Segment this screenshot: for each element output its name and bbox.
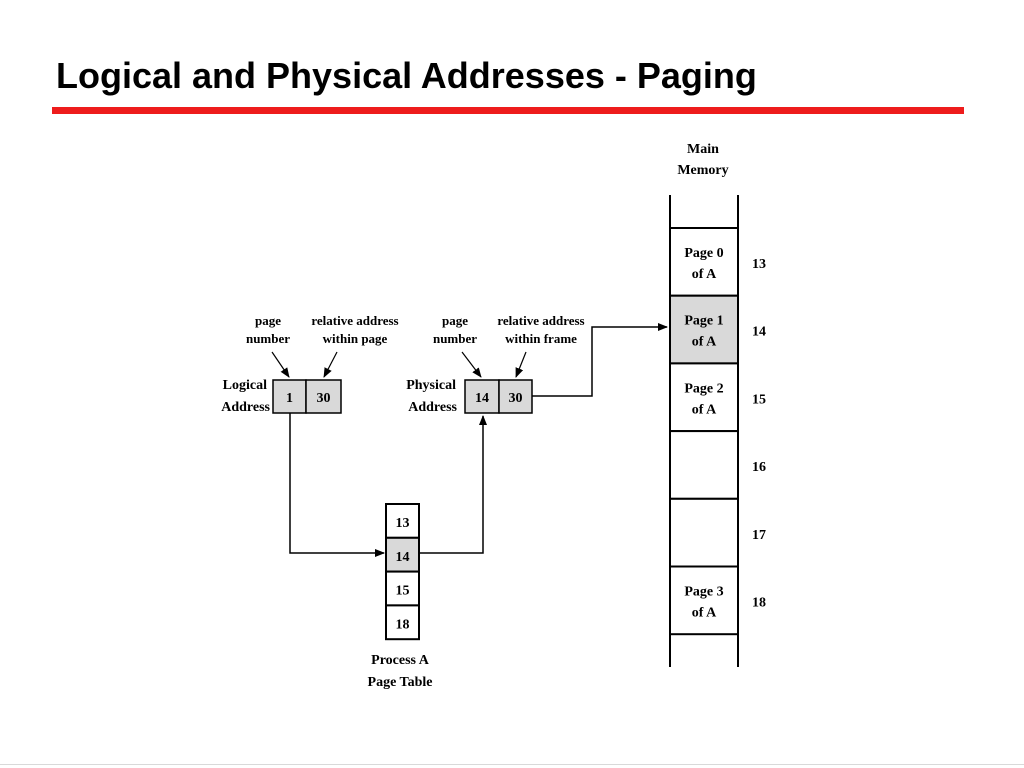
page-table-entry-0-value: 13 <box>396 516 410 531</box>
memory-frame-14-content-line2: of A <box>692 335 717 350</box>
title-underline <box>52 107 964 114</box>
main-memory-label-line2: Memory <box>677 163 728 178</box>
page-table-entry-3-value: 18 <box>396 617 410 632</box>
physical-offset-caption-line1: relative address <box>497 313 584 328</box>
main-memory-label-line1: Main <box>687 142 719 157</box>
physical-address-to-memory-frame-arrow <box>532 323 668 397</box>
page-table-caption-line2: Page Table <box>368 675 433 690</box>
physical-frame-number-caption-line1: page <box>442 313 468 328</box>
memory-frame-14-content-line1: Page 1 <box>684 314 723 329</box>
physical-frame-number-value: 14 <box>475 391 489 406</box>
logical-address: Logical Address 1 30 page number relativ… <box>221 313 398 415</box>
slide-title: Logical and Physical Addresses - Paging <box>56 55 757 96</box>
physical-address: Physical Address 14 30 page number relat… <box>406 313 584 415</box>
page-table-entry-1-value: 14 <box>396 550 410 565</box>
page-table-entry-3 <box>385 604 420 641</box>
memory-frame-18-content-line1: Page 3 <box>684 585 723 600</box>
memory-frame-13-content-line2: of A <box>692 267 717 282</box>
page-table: Process A Page Table 13 14 15 18 <box>368 503 433 690</box>
memory-frame-number-18: 18 <box>752 596 766 611</box>
physical-frame-number-cell <box>464 379 500 414</box>
memory-frame-15-content-line2: of A <box>692 402 717 417</box>
memory-frame-number-17: 17 <box>752 528 766 543</box>
logical-page-pointer-arrow <box>271 351 290 378</box>
physical-frame-number-caption-line2: number <box>433 331 477 346</box>
page-table-entry-0 <box>385 503 420 539</box>
memory-frame-14 <box>669 294 739 365</box>
memory-frame-18-content-line2: of A <box>692 606 717 621</box>
physical-offset-pointer-arrow <box>515 351 527 378</box>
memory-frame-17 <box>669 497 739 568</box>
memory-frame-18 <box>669 565 739 636</box>
page-table-entry-2-value: 15 <box>396 584 410 599</box>
memory-frame-16 <box>669 430 739 500</box>
logical-page-number-value: 1 <box>286 391 293 406</box>
physical-offset-caption-line2: within frame <box>505 331 577 346</box>
memory-frame-13 <box>669 227 739 297</box>
memory-frame-15 <box>669 362 739 433</box>
page-table-caption-line1: Process A <box>371 653 430 668</box>
logical-page-number-caption-line1: page <box>255 313 281 328</box>
logical-address-label-line2: Address <box>221 400 270 415</box>
memory-frame-number-14: 14 <box>752 325 766 340</box>
logical-offset-caption-line1: relative address <box>311 313 398 328</box>
logical-address-label-line1: Logical <box>223 378 267 393</box>
memory-frame-number-13: 13 <box>752 257 766 272</box>
logical-offset-caption-line2: within page <box>323 331 388 346</box>
physical-frame-pointer-arrow <box>461 351 482 378</box>
memory-frame-number-16: 16 <box>752 460 766 475</box>
logical-offset-cell <box>305 379 342 414</box>
physical-offset-value: 30 <box>509 391 523 406</box>
memory-frame-15-content-line1: Page 2 <box>684 381 723 396</box>
logical-offset-value: 30 <box>317 391 331 406</box>
page-table-to-physical-address-arrow <box>420 415 487 554</box>
footer-divider <box>0 764 1024 765</box>
logical-page-number-caption-line2: number <box>246 331 290 346</box>
physical-address-label-line1: Physical <box>406 378 456 393</box>
page-number-to-page-table-arrow <box>289 413 385 557</box>
memory-frame-13-content-line1: Page 0 <box>684 246 723 261</box>
logical-offset-pointer-arrow <box>323 351 338 378</box>
memory-frame-number-15: 15 <box>752 392 766 407</box>
physical-address-label-line2: Address <box>408 400 457 415</box>
